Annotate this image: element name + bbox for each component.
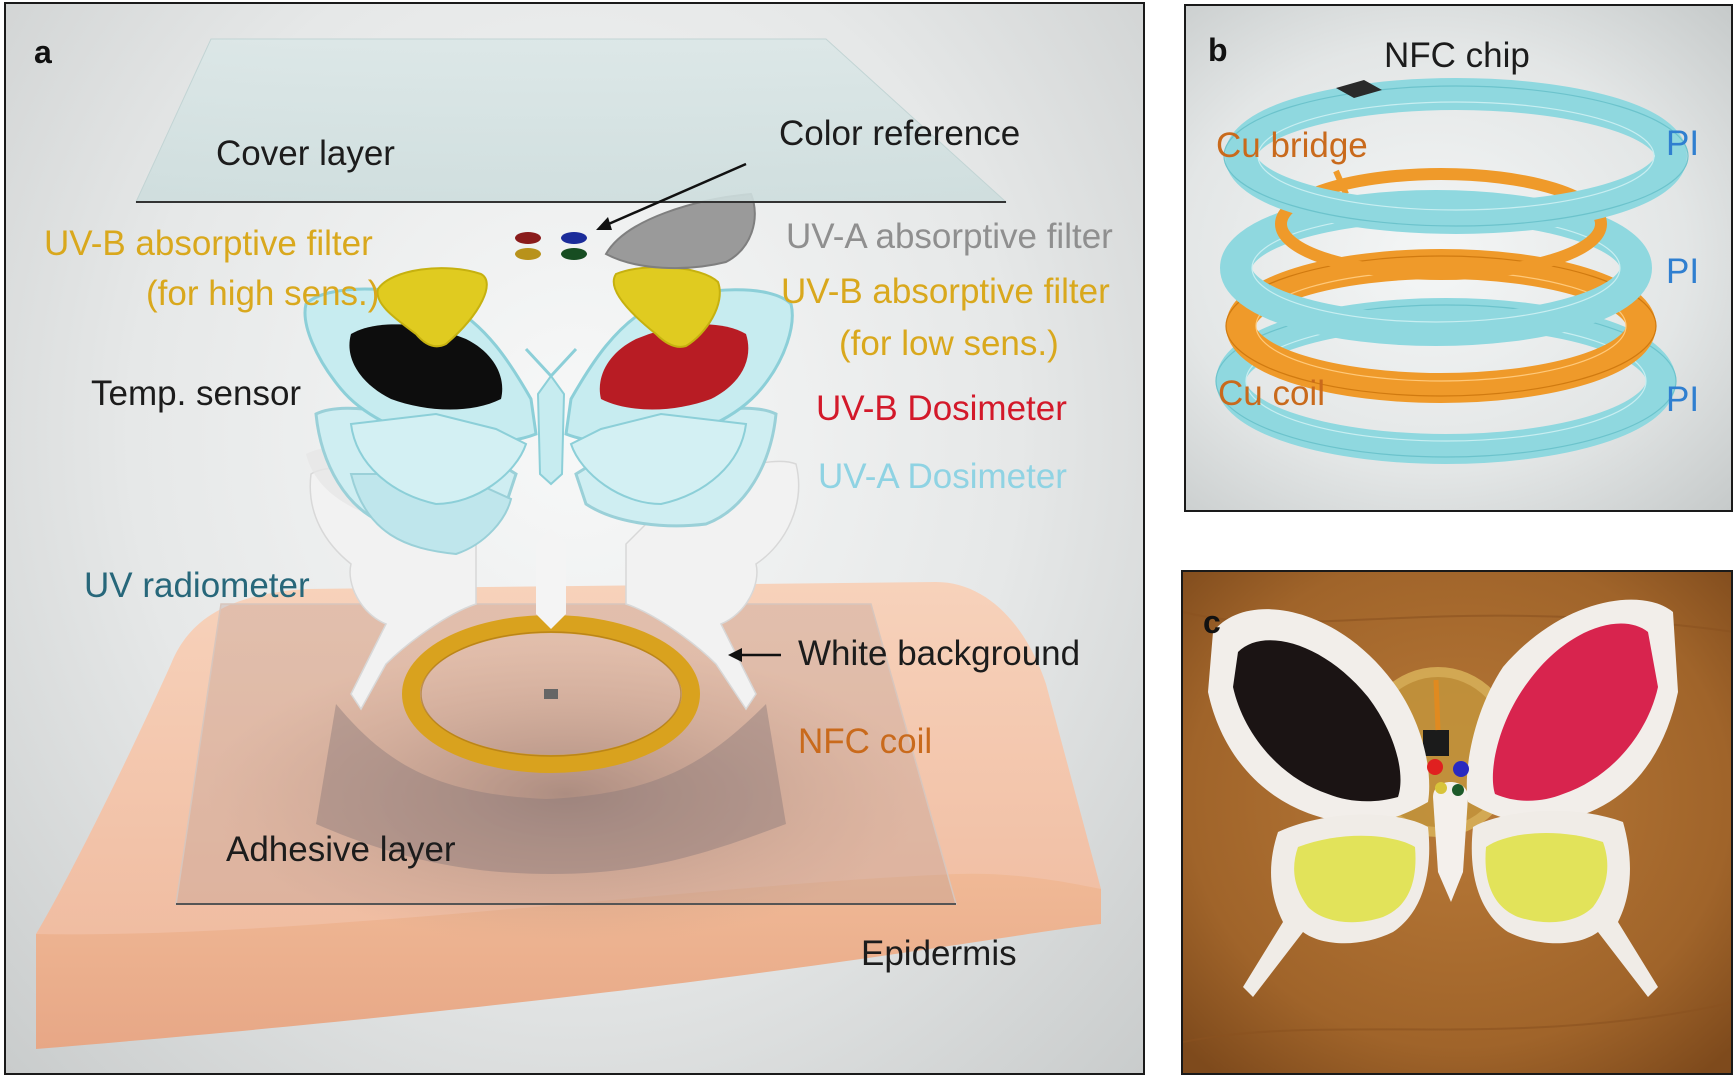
uvb-filter-high-line1: UV-B absorptive filter [44,224,373,263]
uv-radiometer-label: UV radiometer [84,566,310,605]
sensor-butterfly-layer [303,287,794,506]
uvb-filters [376,266,721,348]
cu-bridge-label: Cu bridge [1216,126,1368,165]
white-background-label: White background [798,634,1081,673]
panel-a-label: a [34,34,52,70]
nfc-chip-label: NFC chip [1384,36,1530,75]
panel-a: a Cover layer Color reference UV-B absor… [4,2,1145,1075]
uva-filter-disc [604,192,756,270]
temp-sensor-patch [349,324,503,410]
panel-b-label: b [1208,32,1228,68]
epidermis-label: Epidermis [861,934,1017,973]
panel-c-label: c [1203,604,1221,640]
temp-sensor-label: Temp. sensor [91,374,302,413]
panel-c: c [1181,570,1733,1075]
butterfly-device [1208,599,1678,997]
uvb-dosimeter-patch [599,324,749,410]
pi-mid-label: PI [1666,252,1700,291]
uva-dosimeter-label: UV-A Dosimeter [818,457,1067,496]
cu-coil-label: Cu coil [1218,374,1325,413]
red-wing-photo [1492,623,1658,801]
cover-layer-label: Cover layer [216,134,395,173]
uvb-filter-high-line2: (for high sens.) [146,274,380,313]
panel-c-photo [1183,572,1731,1073]
uva-filter-label: UV-A absorptive filter [786,217,1113,256]
uvb-dosimeter-label: UV-B Dosimeter [816,389,1067,428]
adhesive-layer-label: Adhesive layer [226,830,456,869]
black-wing-photo [1233,640,1401,802]
color-reference-label: Color reference [779,114,1021,153]
annotation-arrows [596,162,781,662]
nfc-chip-shape [1336,80,1382,98]
epidermis-slab [36,582,1101,1049]
yellow-wing-left-photo [1294,835,1416,923]
panel-b-illustration [1215,78,1689,464]
cover-layer-sheet [135,38,1008,203]
panel-b: b NFC chip Cu bridge Cu coil PI PI PI [1184,4,1733,512]
panel-a-illustration [36,38,1101,1049]
pi-bottom-label: PI [1666,380,1700,419]
nfc-chip-photo [1423,730,1449,756]
pi-top-label: PI [1666,124,1700,163]
pi-layer-top [1223,78,1689,234]
nfc-coil-label: NFC coil [798,722,933,761]
uvb-filter-low-line2: (for low sens.) [839,324,1059,363]
color-reference-dots [515,232,587,260]
cu-bridge-layer [1275,168,1607,280]
yellow-wing-right-photo [1485,832,1608,923]
uvb-filter-low-line1: UV-B absorptive filter [781,272,1110,311]
